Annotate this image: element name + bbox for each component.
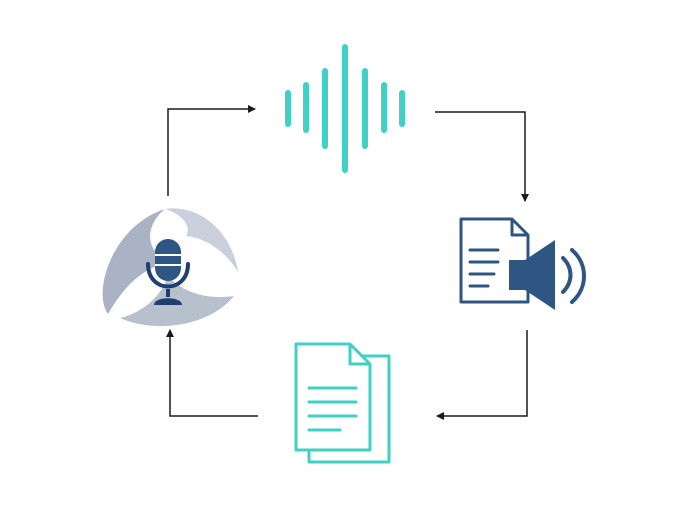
document-speaker-icon <box>459 217 586 310</box>
arrow-mic-to-wave <box>167 105 256 196</box>
arrow-wave-to-doc-audio <box>435 111 529 202</box>
arrow-doc-audio-to-documents <box>436 330 528 420</box>
sound-wave-icon <box>285 44 405 173</box>
microphone-icon <box>102 208 238 327</box>
arrow-documents-to-mic <box>166 329 258 417</box>
connectors <box>166 105 529 420</box>
documents-icon <box>294 342 391 464</box>
